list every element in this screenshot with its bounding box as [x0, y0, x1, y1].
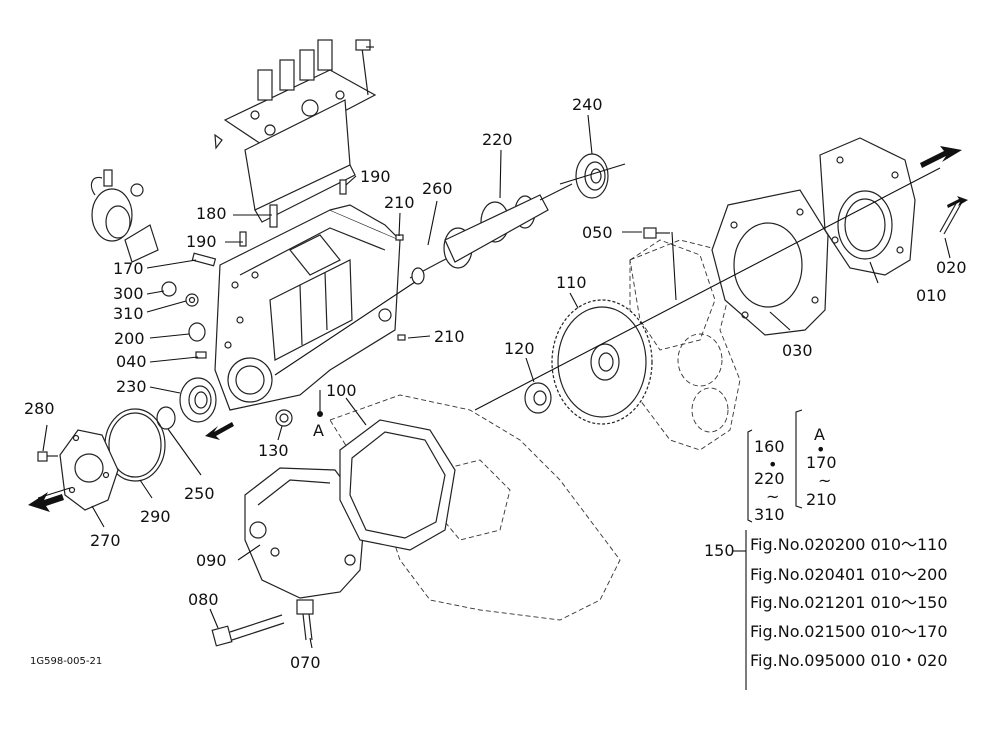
- callout-190-a: 190: [186, 232, 217, 251]
- diagram-id: 1G598-005-21: [30, 656, 102, 667]
- injection-pump: [214, 39, 377, 223]
- camshaft-220: [409, 183, 573, 285]
- feed-pump: [90, 169, 159, 263]
- bolt-080: [211, 614, 285, 647]
- callout-170: 170: [113, 259, 144, 278]
- kit-col1-tilde: ~: [766, 487, 779, 506]
- fig-ref-2: Fig.No.020401 010～200: [750, 565, 948, 584]
- callout-230: 230: [116, 377, 147, 396]
- callout-220: 220: [482, 130, 513, 149]
- bolt-050: [643, 227, 670, 239]
- callout-200: 200: [114, 329, 145, 348]
- bolt-280: [37, 451, 58, 462]
- callout-010: 010: [916, 286, 947, 305]
- arrow-down-left-icon: [205, 422, 234, 440]
- kit-col2-tilde: ~: [818, 471, 831, 490]
- bolt-070: [296, 599, 314, 641]
- kit-col2-item-1: A: [814, 425, 825, 444]
- ref-label-150: 150: [704, 541, 735, 560]
- cover-090: [244, 467, 366, 599]
- small-parts: [161, 179, 406, 427]
- stud-020: [939, 199, 963, 235]
- callout-260: 260: [422, 179, 453, 198]
- kit-box: 160 • 220 ~ 310 A • 170 ~ 210: [747, 409, 837, 524]
- kit-col2-dot: •: [816, 440, 825, 459]
- fig-ref-5: Fig.No.095000 010・020: [750, 651, 948, 670]
- callout-120: 120: [504, 339, 535, 358]
- callout-080: 080: [188, 590, 219, 609]
- callout-040: 040: [116, 352, 147, 371]
- cover-270: [59, 429, 119, 511]
- callout-250: 250: [184, 484, 215, 503]
- callout-labels: 010 020 030 040 050 070 080 090 100 110 …: [24, 95, 967, 672]
- fig-ref-4: Fig.No.021500 010～170: [750, 622, 948, 641]
- callout-030: 030: [782, 341, 813, 360]
- kit-col1-dot: •: [768, 455, 777, 474]
- fig-ref-3: Fig.No.021201 010～150: [750, 593, 948, 612]
- leader-lines: [42, 46, 951, 649]
- callout-070: 070: [290, 653, 321, 672]
- callout-270: 270: [90, 531, 121, 550]
- arrow-left-icon: [28, 492, 64, 512]
- gasket-100: [339, 419, 456, 551]
- marker-a: A: [313, 421, 324, 440]
- circlip-250: [156, 406, 176, 430]
- callout-110: 110: [556, 273, 587, 292]
- nut-120: [524, 382, 552, 414]
- kit-col2-item-3: 210: [806, 490, 837, 509]
- kit-col1-item-1: 160: [754, 437, 785, 456]
- bearing-240: [575, 153, 609, 199]
- callout-310: 310: [113, 304, 144, 323]
- cover-010: [819, 137, 916, 276]
- callout-020: 020: [936, 258, 967, 277]
- callout-300: 300: [113, 284, 144, 303]
- kit-col1-item-2: 220: [754, 469, 785, 488]
- callout-090: 090: [196, 551, 227, 570]
- fig-ref-list: 150 Fig.No.020200 010～110 Fig.No.020401 …: [704, 530, 948, 690]
- callout-100: 100: [326, 381, 357, 400]
- callout-190-b: 190: [360, 167, 391, 186]
- callout-290: 290: [140, 507, 171, 526]
- pump-housing: [214, 204, 401, 411]
- kit-col2-item-2: 170: [806, 453, 837, 472]
- gasket-030: [711, 189, 829, 336]
- callout-180: 180: [196, 204, 227, 223]
- back-plate-outline: [629, 239, 716, 351]
- kit-col1-item-3: 310: [754, 505, 785, 524]
- callout-050: 050: [582, 223, 613, 242]
- fig-ref-1: Fig.No.020200 010～110: [750, 535, 948, 554]
- arrow-right-icon: [920, 146, 968, 208]
- callout-210-b: 210: [434, 327, 465, 346]
- callout-210-a: 210: [384, 193, 415, 212]
- callout-240: 240: [572, 95, 603, 114]
- callout-280: 280: [24, 399, 55, 418]
- callout-130: 130: [258, 441, 289, 460]
- bearing-230: [179, 377, 217, 423]
